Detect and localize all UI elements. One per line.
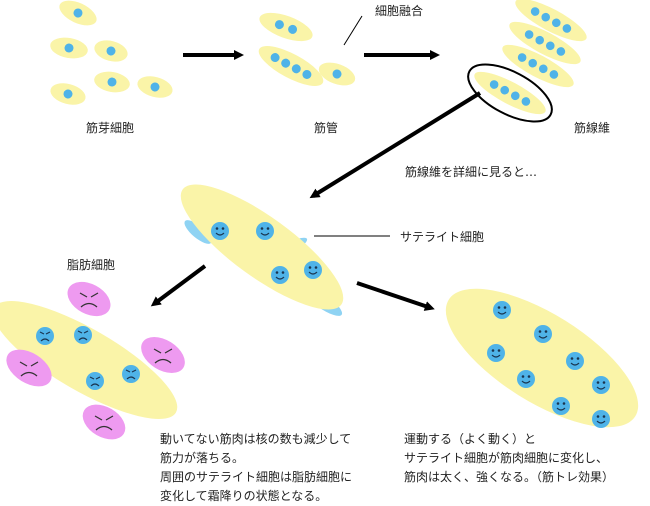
smiling-nucleus-icon: [487, 344, 505, 362]
zoom-arrow: [309, 91, 482, 199]
frowning-face-icon: [19, 361, 39, 377]
frowning-nucleus-icon: [36, 327, 54, 345]
myoblast-cell: [50, 37, 88, 59]
fat-cell: [6, 349, 52, 387]
smiling-nucleus-icon: [517, 370, 535, 388]
label-zoom-caption: 筋線維を詳細に見ると…: [405, 165, 538, 179]
muscle-fiber: [515, 0, 587, 42]
smiling-nucleus-icon: [271, 266, 289, 284]
fat-cell: [141, 337, 185, 373]
myoblast-cell: [50, 83, 86, 105]
label-fat-cell: 脂肪細胞: [67, 258, 116, 272]
myoblast-cell: [94, 71, 130, 93]
smiling-nucleus-icon: [566, 352, 584, 370]
frowning-nucleus-icon: [86, 372, 104, 390]
smiling-nucleus-icon: [592, 410, 610, 428]
label-satellite-cell: サテライト細胞: [400, 230, 485, 244]
frowning-nucleus-icon: [122, 365, 140, 383]
frowning-face-icon: [153, 348, 173, 364]
smiling-nucleus-icon: [534, 325, 552, 343]
frowning-face-icon: [79, 292, 99, 308]
label-cell-fusion: 細胞融合: [375, 4, 424, 18]
myotube-cell: [258, 46, 324, 86]
myoblast-cell: [94, 40, 128, 62]
note-line: 周囲のサテライト細胞は脂肪細胞に: [160, 470, 353, 484]
note-line: 動いてない筋肉は核の数も減少して: [160, 432, 352, 446]
myotube-cell: [318, 62, 356, 86]
fiber-body: [180, 184, 344, 310]
myoblast-group: [50, 0, 173, 105]
note-exercise: 運動する（よく動く）と サテライト細胞が筋肉細胞に変化し、 筋肉は太く、強くなる…: [404, 430, 614, 487]
fat-cell: [82, 404, 126, 440]
smiling-nucleus-icon: [256, 222, 274, 240]
zoomed-muscle-fiber: [180, 184, 344, 316]
cell-fusion-leader-line: [343, 15, 363, 46]
note-line: 運動する（よく動く）と: [404, 432, 537, 446]
fat-cell: [67, 281, 111, 317]
arrow-down-right: [356, 281, 435, 311]
note-line: 変化して霜降りの状態となる。: [160, 489, 328, 503]
note-line: 筋肉は太く、強くなる。（筋トレ効果）: [404, 470, 615, 484]
label-myotube: 筋管: [314, 121, 339, 135]
muscle-fiber: [509, 21, 581, 65]
satellite-cell: [184, 220, 212, 244]
frowning-face-icon: [94, 415, 114, 431]
smiling-nucleus-icon: [211, 222, 229, 240]
fiber-body: [445, 288, 639, 428]
exercised-muscle: [445, 288, 639, 428]
note-line: 筋力が落ちる。: [160, 451, 245, 465]
myoblast-cell: [137, 76, 173, 98]
myotube-group: [258, 12, 356, 86]
note-inactive-muscle: 動いてない筋肉は核の数も減少して 筋力が落ちる。 周囲のサテライト細胞は脂肪細胞…: [160, 430, 352, 506]
note-line: サテライト細胞が筋肉細胞に変化し、: [404, 451, 609, 465]
label-muscle-fiber: 筋線維: [574, 121, 611, 135]
smiling-nucleus-icon: [304, 261, 322, 279]
smiling-nucleus-icon: [493, 301, 511, 319]
frowning-nucleus-icon: [74, 326, 92, 344]
myotube-cell: [259, 12, 313, 42]
highlight-ring: [467, 63, 553, 123]
label-myoblast: 筋芽細胞: [86, 121, 135, 135]
muscle-fiber-highlighted: [474, 71, 546, 115]
muscle-fiber: [502, 44, 574, 88]
myoblast-cell: [59, 0, 97, 26]
smiling-nucleus-icon: [552, 397, 570, 415]
inactive-muscle: [0, 281, 185, 440]
smiling-nucleus-icon: [592, 376, 610, 394]
arrow-down-left: [150, 264, 207, 307]
muscle-fiber-group: [467, 0, 587, 123]
